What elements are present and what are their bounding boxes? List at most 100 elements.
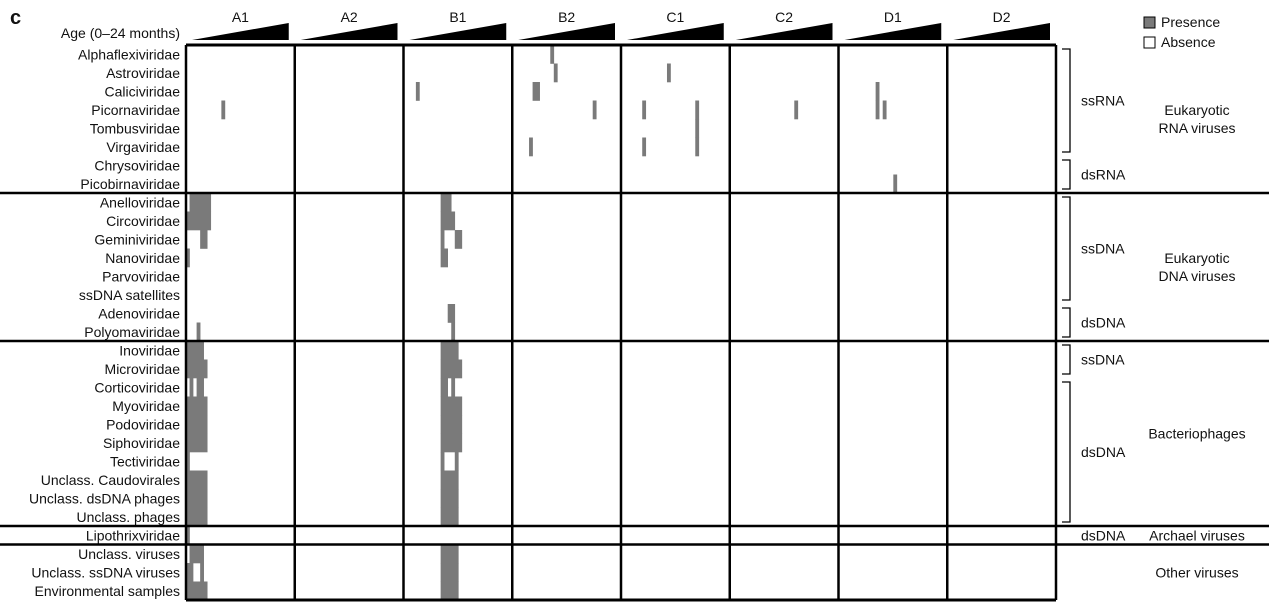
cell-presence	[186, 581, 208, 601]
row-label: Environmental samples	[34, 583, 180, 599]
row-label: Siphoviridae	[103, 435, 180, 451]
category-label: Archael viruses	[1149, 527, 1245, 543]
category-label: Bacteriophages	[1148, 426, 1245, 442]
age-wedge	[300, 23, 398, 40]
cell-presence	[447, 304, 456, 323]
row-label: Virgaviridae	[106, 139, 180, 155]
group-header: C2	[775, 9, 793, 25]
age-wedge	[409, 23, 507, 40]
cell-presence	[440, 470, 459, 490]
cell-presence	[666, 63, 671, 83]
cell-presence	[440, 359, 463, 379]
group-header: B2	[558, 9, 575, 25]
cell-presence	[186, 341, 204, 360]
cell-presence	[875, 100, 880, 120]
legend-label: Presence	[1161, 14, 1220, 30]
cell-presence	[186, 211, 212, 231]
cell-presence	[451, 322, 456, 342]
annotation-label: dsDNA	[1081, 315, 1126, 331]
cell-presence	[186, 563, 194, 582]
cell-presence	[440, 581, 459, 601]
grid-lines	[0, 43, 1269, 602]
annotation-label: ssDNA	[1081, 241, 1125, 257]
cell-presence	[642, 137, 647, 157]
annotation-label: dsDNA	[1081, 527, 1126, 543]
cell-presence	[440, 211, 456, 231]
row-label: Parvoviridae	[102, 268, 180, 284]
row-label: Anelloviridae	[100, 194, 180, 210]
row-label: Unclass. Caudovirales	[41, 472, 180, 488]
legend-swatch	[1143, 36, 1156, 49]
age-wedge	[735, 23, 833, 40]
row-label: Lipothrixviridae	[86, 527, 180, 543]
age-wedge	[192, 23, 289, 40]
row-label: Tectiviridae	[110, 453, 180, 469]
cell-presence	[440, 248, 448, 268]
group-header: D2	[993, 9, 1011, 25]
cell-presence	[186, 507, 208, 527]
legend-label: Absence	[1161, 34, 1216, 50]
cell-presence	[440, 433, 463, 453]
group-header: D1	[884, 9, 902, 25]
category-label: Eukaryotic	[1164, 250, 1229, 266]
cell-presence	[454, 230, 463, 249]
cell-presence	[440, 396, 463, 416]
cell-presence	[186, 248, 190, 268]
cell-presence	[196, 378, 204, 397]
cell-presence	[553, 63, 558, 83]
cell-presence	[440, 489, 459, 508]
cell-presence	[695, 137, 700, 157]
annotation-bracket	[1062, 344, 1071, 375]
heatmap-cells	[186, 45, 898, 601]
cell-presence	[186, 359, 208, 379]
row-label: Chrysoviridae	[94, 157, 180, 173]
row-label: Unclass. dsDNA phages	[29, 490, 180, 506]
cell-presence	[189, 544, 204, 564]
row-label: Myoviridae	[112, 398, 180, 414]
cell-presence	[440, 378, 448, 397]
cell-presence	[186, 415, 208, 434]
row-label: ssDNA satellites	[79, 287, 180, 303]
cell-presence	[221, 100, 226, 120]
annotation-label: ssDNA	[1081, 352, 1125, 368]
cell-presence	[196, 322, 201, 342]
cell-presence	[186, 452, 190, 471]
category-label: RNA viruses	[1158, 120, 1235, 136]
annotation-bracket	[1062, 307, 1071, 338]
category-label: Eukaryotic	[1164, 102, 1229, 118]
cell-presence	[695, 100, 700, 120]
row-label: Alphaflexiviridae	[78, 46, 180, 62]
annotations: ssRNAdsRNAssDNAdsDNAssDNAdsDNAdsDNAEukar…	[1062, 48, 1246, 580]
category-label: Other viruses	[1155, 564, 1238, 580]
cell-presence	[415, 82, 420, 101]
row-label: Nanoviridae	[105, 250, 180, 266]
cell-presence	[454, 452, 459, 471]
annotation-bracket	[1062, 48, 1071, 153]
cell-presence	[529, 137, 533, 157]
cell-presence	[186, 526, 190, 545]
cell-presence	[893, 174, 898, 194]
cell-presence	[440, 415, 463, 434]
row-label: Geminiviridae	[94, 231, 180, 247]
cell-presence	[440, 193, 452, 212]
cell-presence	[440, 230, 445, 249]
row-label: Unclass. phages	[76, 509, 180, 525]
cell-presence	[451, 378, 456, 397]
cell-presence	[695, 119, 700, 138]
row-label: Microviridae	[105, 361, 181, 377]
annotation-bracket	[1062, 159, 1071, 190]
legend-swatch	[1143, 16, 1156, 29]
annotation-label: dsDNA	[1081, 444, 1126, 460]
cell-presence	[186, 433, 208, 453]
cell-presence	[592, 100, 597, 120]
annotation-bracket	[1062, 196, 1071, 301]
row-label: Adenoviridae	[98, 305, 180, 321]
group-header: A2	[341, 9, 358, 25]
cell-presence	[186, 396, 208, 416]
row-label: Picornaviridae	[91, 102, 180, 118]
panel-letter: c	[10, 7, 21, 29]
cell-presence	[550, 45, 555, 64]
category-label: DNA viruses	[1158, 268, 1235, 284]
annotation-bracket	[1062, 381, 1071, 523]
